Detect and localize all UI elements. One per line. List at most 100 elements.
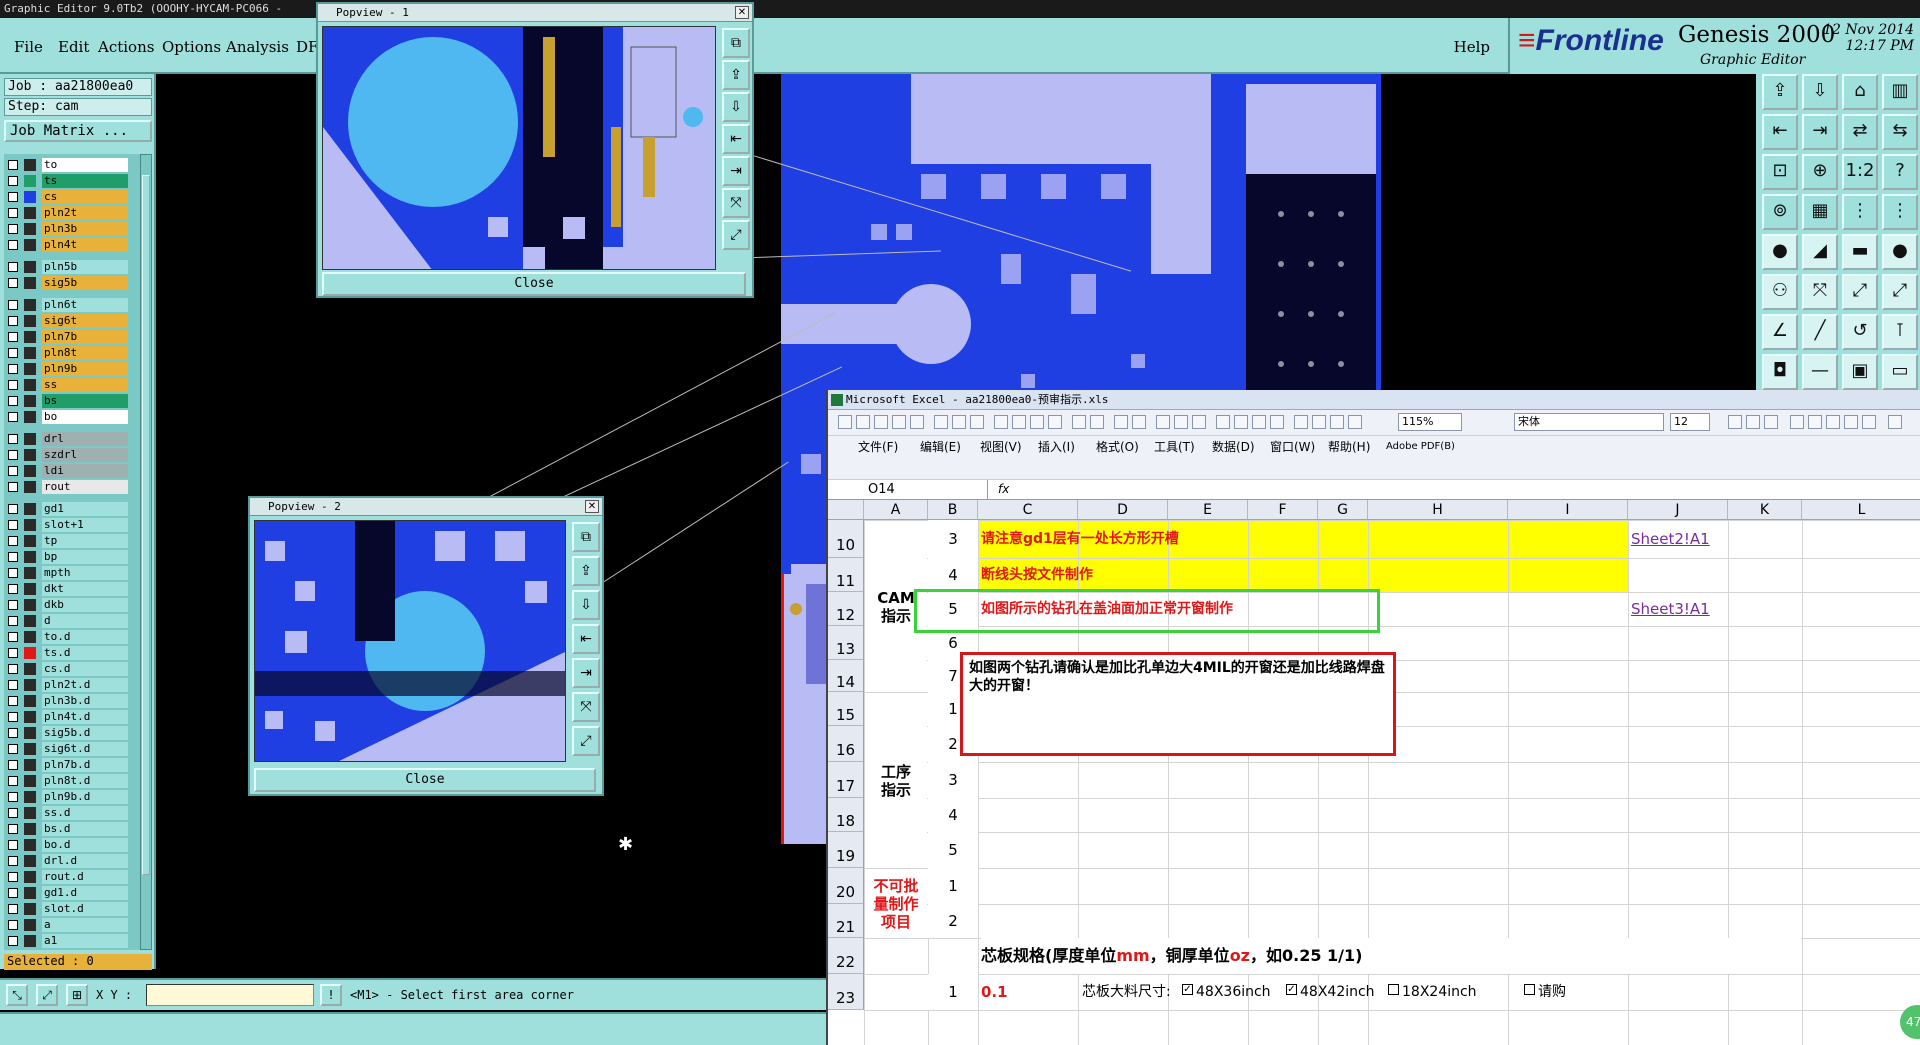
frame-icon[interactable]: ◘ [1762,354,1798,390]
column-header[interactable]: H [1368,500,1508,520]
zoom-select[interactable]: 115% [1398,413,1462,431]
layer-color-swatch[interactable] [24,347,36,359]
cell-b[interactable]: 4 [928,798,978,832]
angle-icon[interactable]: ∠ [1762,314,1798,350]
layer-checkbox[interactable] [8,712,18,722]
column-header[interactable]: L [1802,500,1920,520]
layer-row[interactable]: sig5b.d [6,726,128,740]
rotate-icon[interactable]: ↺ [1842,314,1878,350]
layer-color-swatch[interactable] [24,583,36,595]
layer-color-swatch[interactable] [24,647,36,659]
layer-checkbox[interactable] [8,648,18,658]
layer-checkbox[interactable] [8,434,18,444]
layer-row[interactable]: pln3b [6,222,128,236]
layer-up-icon[interactable]: ⇪ [1762,74,1798,110]
toolbar-tool-icon[interactable] [1114,415,1128,429]
xy-input[interactable] [146,984,314,1006]
toolbar-tool-icon[interactable] [1072,415,1086,429]
layer-name[interactable]: pln2t [42,206,128,220]
row-header[interactable]: 16 [828,726,864,762]
cell-b[interactable]: 5 [928,592,978,626]
layer-row[interactable]: dkb [6,598,128,612]
popview-2-close-icon[interactable]: ✕ [585,500,599,513]
popview-1-tool-2[interactable]: ⇪ [722,60,750,90]
layer-row[interactable]: ss.d [6,806,128,820]
layer-checkbox[interactable] [8,262,18,272]
layer-checkbox[interactable] [8,176,18,186]
layer-row[interactable]: sig6t [6,314,128,328]
popview-2-tool-6[interactable]: ⤧ [572,692,600,722]
popview-2-view[interactable] [254,520,566,762]
layer-color-swatch[interactable] [24,363,36,375]
layer-checkbox[interactable] [8,482,18,492]
toolbar-tool-icon[interactable] [1294,415,1308,429]
cell-c12[interactable]: 如图所示的钻孔在盖油面加正常开窗制作 [981,601,1233,617]
layer-color-swatch[interactable] [24,175,36,187]
pan-left-icon[interactable]: ⇄ [1842,114,1878,150]
layer-checkbox[interactable] [8,792,18,802]
column-header[interactable]: I [1508,500,1628,520]
excel-menu-data[interactable]: 数据(D) [1212,440,1255,454]
cell-b[interactable]: 4 [928,558,978,592]
dash-icon[interactable]: — [1802,354,1838,390]
center-icon[interactable]: ⊕ [1802,154,1838,190]
popview-2-tool-5[interactable]: ⇥ [572,658,600,688]
layer-name[interactable]: cs.d [42,662,128,676]
line-icon[interactable]: ◢ [1802,234,1838,270]
layer-checkbox[interactable] [8,616,18,626]
cell-c11[interactable]: 断线头按文件制作 [981,567,1093,583]
popview-1-close-icon[interactable]: ✕ [735,6,749,19]
layer-row[interactable]: pln6t [6,298,128,312]
column-header[interactable]: K [1728,500,1802,520]
popview-1-close-button[interactable]: Close [322,272,746,296]
toolbar-tool-icon[interactable] [1348,415,1362,429]
popview-2-tool-2[interactable]: ⇪ [572,556,600,586]
layer-name[interactable]: mpth [42,566,128,580]
layer-name[interactable]: dkt [42,582,128,596]
layer-row[interactable]: cs [6,190,128,204]
toolbar-tool-icon[interactable] [934,415,948,429]
cell-c10[interactable]: 请注意gd1层有一处长方形开槽 [981,531,1179,547]
layer-color-swatch[interactable] [24,299,36,311]
layer-name[interactable]: ss.d [42,806,128,820]
row-header[interactable]: 23 [828,974,864,1010]
layer-row[interactable]: sig5b [6,276,128,290]
core-size-checkbox[interactable]: ✓ [1182,984,1193,995]
layer-name[interactable]: ts [42,174,128,188]
layer-name[interactable]: a1 [42,934,128,948]
layer-color-swatch[interactable] [24,775,36,787]
layer-checkbox[interactable] [8,728,18,738]
core-size-checkbox[interactable]: ✓ [1286,984,1297,995]
excel-menu-help[interactable]: 帮助(H) [1328,440,1371,454]
layer-checkbox[interactable] [8,208,18,218]
layer-row[interactable]: pln7b [6,330,128,344]
layer-row[interactable]: bo [6,410,128,424]
toolbar-tool-icon[interactable] [892,415,906,429]
cell-b[interactable]: 1 [928,868,978,904]
layer-checkbox[interactable] [8,192,18,202]
layer-checkbox[interactable] [8,568,18,578]
excel-menu-format[interactable]: 格式(O) [1096,440,1139,454]
row-header[interactable]: 22 [828,938,864,974]
menu-edit[interactable]: Edit [58,38,90,56]
layer-checkbox[interactable] [8,224,18,234]
layer-row[interactable]: to [6,158,128,172]
layer-row[interactable]: rout.d [6,870,128,884]
layer-row[interactable]: drl.d [6,854,128,868]
layer-color-swatch[interactable] [24,481,36,493]
format-tool-icon[interactable] [1728,415,1742,429]
toolbar-tool-icon[interactable] [970,415,984,429]
layer-name[interactable]: bo.d [42,838,128,852]
layer-name[interactable]: drl.d [42,854,128,868]
popview-1-tool-3[interactable]: ⇩ [722,92,750,122]
layer-name[interactable]: rout.d [42,870,128,884]
toolbar-tool-icon[interactable] [1330,415,1344,429]
column-header[interactable]: C [978,500,1078,520]
right-icon[interactable]: ⇥ [1802,114,1838,150]
row-header[interactable]: 15 [828,692,864,726]
layer-row[interactable]: ts.d [6,646,128,660]
menu-actions[interactable]: Actions [98,38,155,56]
excel-menu-edit[interactable]: 编辑(E) [920,440,961,454]
column-header[interactable]: E [1168,500,1248,520]
popview-2-tool-1[interactable]: ⧉ [572,522,600,552]
